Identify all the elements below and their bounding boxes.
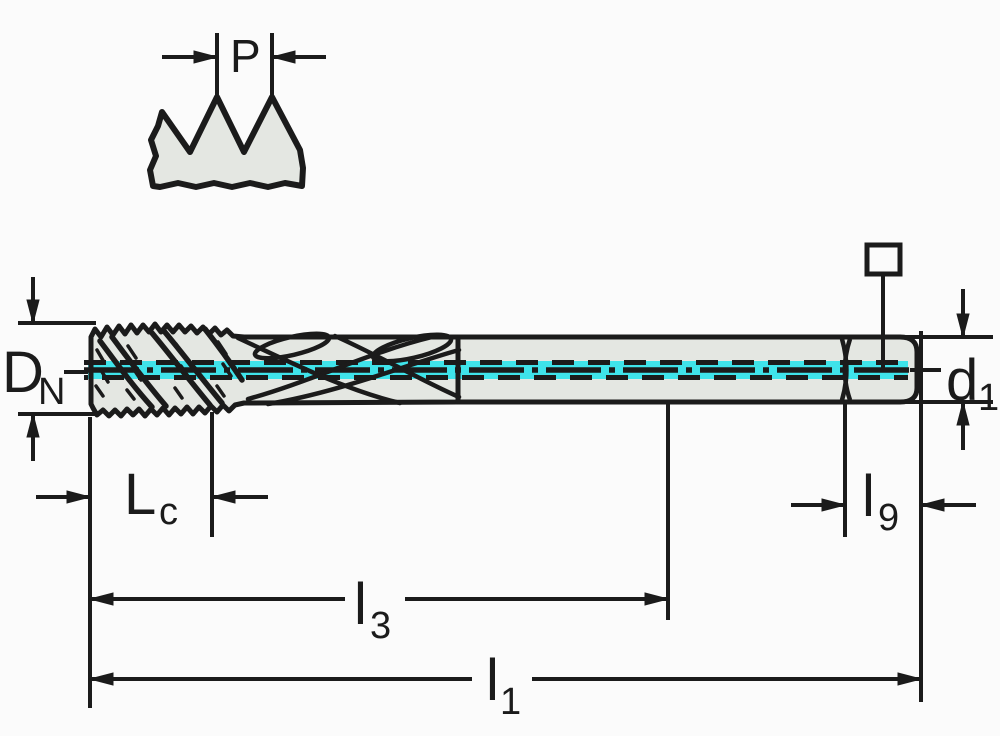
square-drive-icon	[864, 242, 903, 277]
l9-label-sub: 9	[878, 497, 899, 539]
Lc-label-sub: c	[159, 491, 178, 533]
tap-body	[84, 321, 920, 419]
square-section-boundary	[839, 338, 853, 401]
thread-flute-band	[109, 334, 169, 409]
thread-flute-band	[97, 338, 155, 410]
spiral-flutes	[235, 331, 462, 407]
l1-label-sub: 1	[500, 681, 521, 723]
thread-flute-band	[161, 328, 225, 406]
centerline	[84, 360, 912, 380]
l3-label: l	[354, 572, 367, 637]
DN-label: D	[2, 340, 44, 405]
Lc-label: L	[124, 462, 156, 527]
flute-curve	[265, 347, 462, 407]
dimension-square-length: l 9	[791, 331, 976, 702]
dimension-shank-diameter: d 1	[903, 289, 999, 450]
DN-label-sub: N	[38, 371, 65, 413]
thread-flank-hatching	[94, 340, 233, 401]
thread-profile-section	[147, 94, 306, 190]
dimension-overall-length: l 1	[88, 648, 923, 723]
d1-label: d	[946, 348, 978, 413]
dimension-chamfer-length: L c	[36, 412, 268, 708]
square-drive-callout	[864, 242, 903, 368]
dimension-nominal-diameter: D N	[2, 277, 96, 461]
thread-flute-outline	[88, 321, 461, 419]
thread-zone-texture	[94, 326, 245, 410]
d1-label-sub: 1	[978, 377, 999, 419]
flute-curve	[235, 335, 403, 406]
dimension-thread-length: l 3	[88, 404, 670, 647]
l9-label: l	[862, 464, 875, 529]
thread-pitch-detail: P	[147, 30, 326, 190]
flute-curve	[245, 334, 435, 402]
l3-label-sub: 3	[370, 605, 391, 647]
flute-curve	[332, 333, 462, 400]
pitch-label: P	[230, 30, 261, 82]
l1-label: l	[486, 648, 499, 713]
